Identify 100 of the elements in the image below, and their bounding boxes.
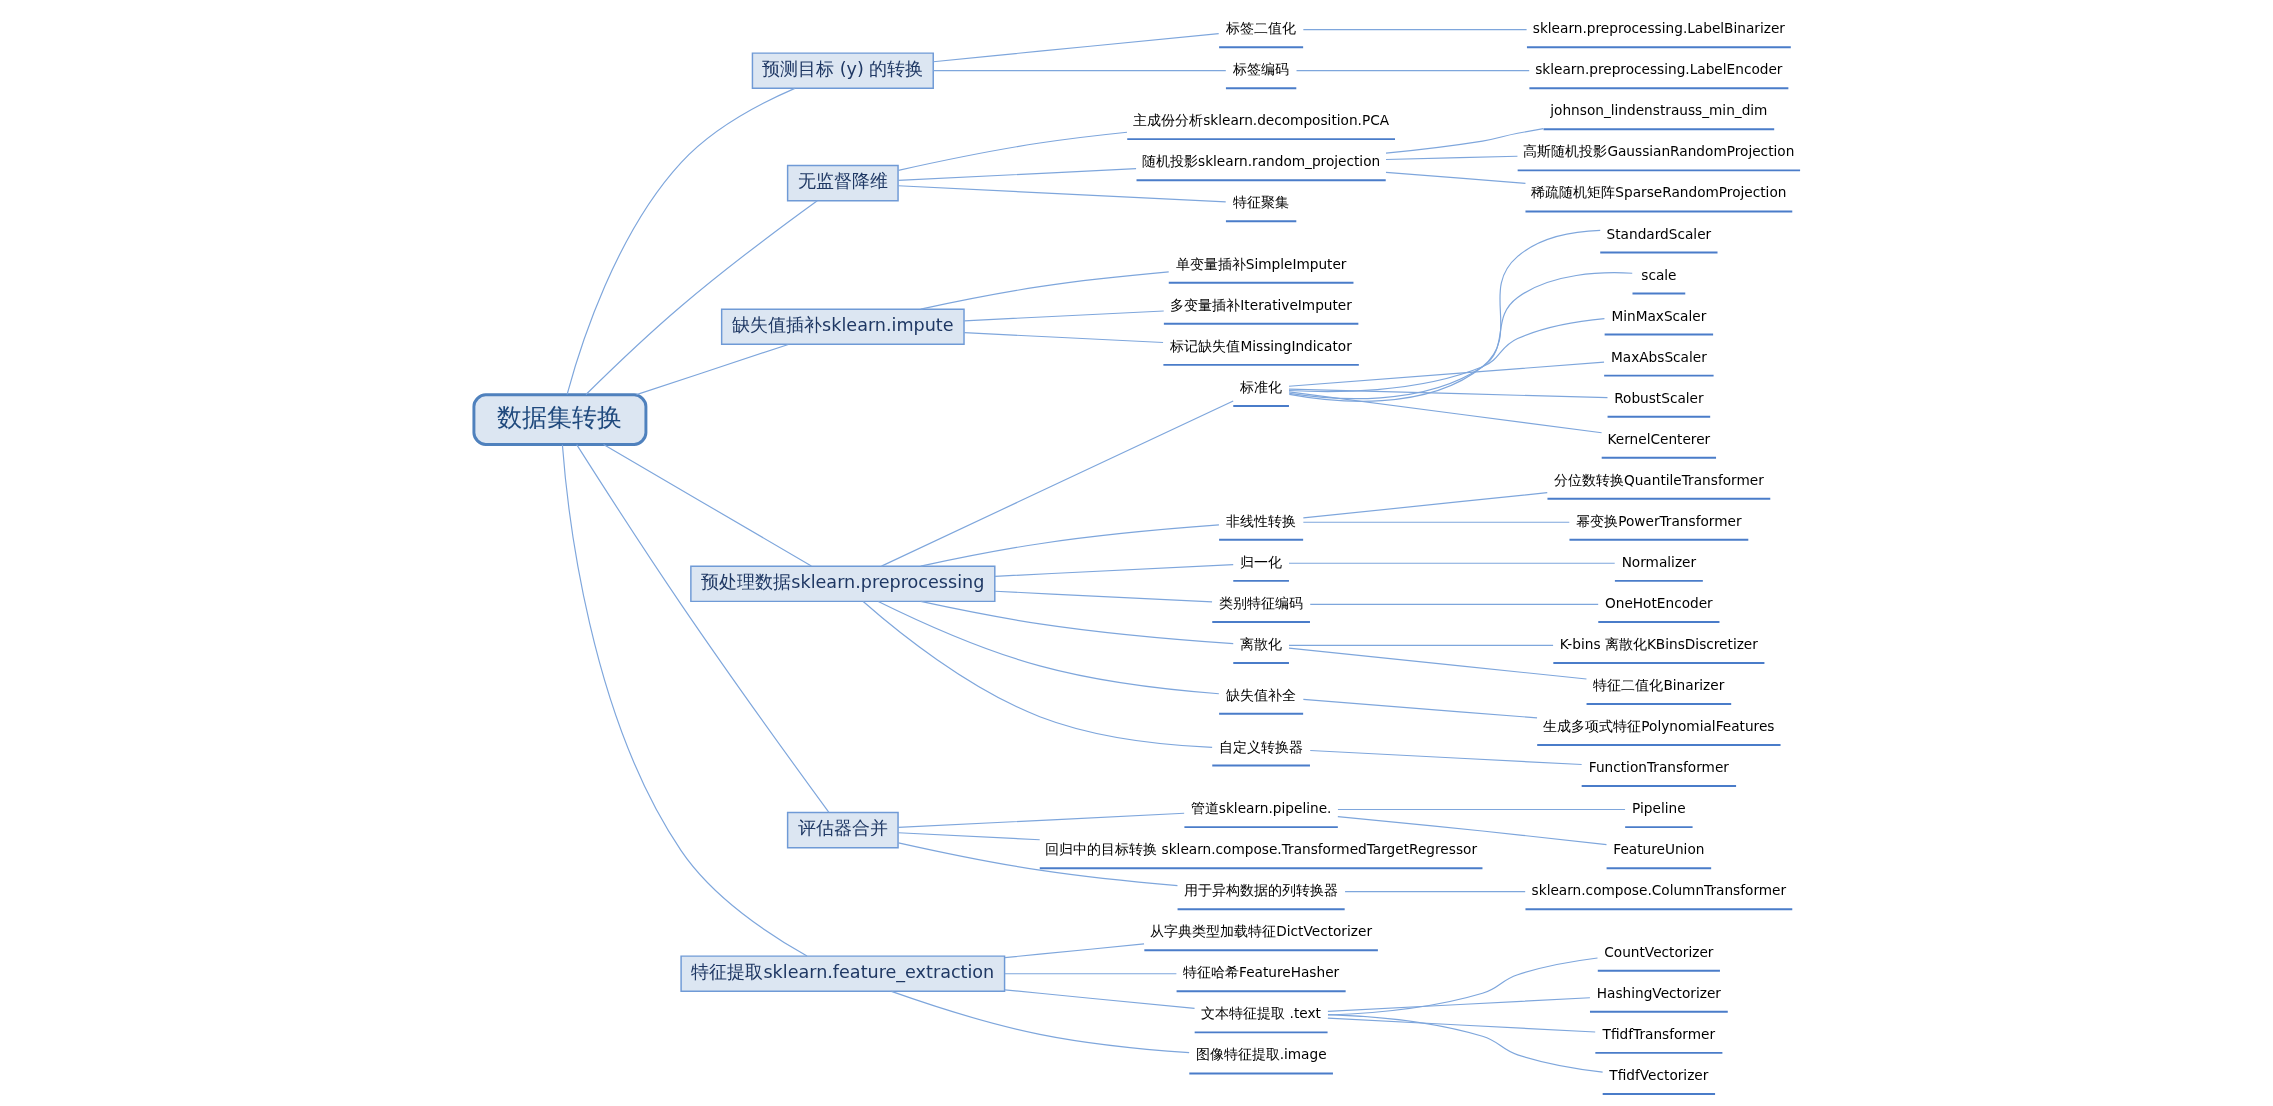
node-text: TfidfVectorizer <box>1608 1066 1708 1083</box>
node-text: 单变量插补SimpleImputer <box>1175 255 1347 272</box>
connector <box>1326 957 1598 1016</box>
connector <box>1003 989 1195 1009</box>
node-text: FunctionTransformer <box>1588 759 1729 776</box>
connector <box>1288 229 1601 402</box>
connector <box>1309 749 1582 766</box>
node-box: 缺失值插补sklearn.impute <box>720 308 965 346</box>
connector <box>1384 155 1518 161</box>
node-text: 标签二值化 <box>1225 20 1296 37</box>
connector <box>1302 521 1570 523</box>
connector <box>1287 388 1608 399</box>
node-text: johnson_lindenstrauss_min_dim <box>1549 102 1767 119</box>
node-text: 用于异构数据的列转换器 <box>1183 882 1338 899</box>
node-text: Pipeline <box>1631 800 1686 817</box>
node-text: scale <box>1640 266 1676 283</box>
node-text: FeatureUnion <box>1612 841 1704 858</box>
connector <box>1287 391 1602 434</box>
node-text: 类别特征编码 <box>1218 594 1303 611</box>
connector <box>919 524 1220 567</box>
node-text: 文本特征提取 .text <box>1200 1005 1321 1022</box>
connector <box>1003 943 1145 959</box>
connector <box>897 812 1185 828</box>
connector <box>584 200 818 396</box>
connector <box>561 444 808 957</box>
connector <box>1326 1017 1596 1033</box>
connector <box>862 600 1213 748</box>
connector <box>897 832 1040 841</box>
node-text: 特征二值化Binarizer <box>1592 677 1724 694</box>
node-text: K-bins 离散化KBinsDiscretizer <box>1559 635 1758 652</box>
connector <box>1343 891 1526 893</box>
connector <box>1287 647 1587 680</box>
connector <box>1302 698 1538 719</box>
node-box: 预测目标 (y) 的转换 <box>751 52 934 90</box>
connector <box>1384 171 1526 184</box>
connector <box>1288 272 1633 400</box>
node-text: sklearn.preprocessing.LabelBinarizer <box>1532 20 1785 37</box>
connector <box>1287 562 1615 564</box>
node-text: StandardScaler <box>1606 225 1711 242</box>
node-text: MinMaxScaler <box>1610 307 1706 324</box>
node-text: TfidfTransformer <box>1602 1025 1715 1042</box>
connector <box>993 564 1234 577</box>
connector <box>635 343 789 396</box>
node-box: 数据集转换 <box>471 393 647 446</box>
connector <box>1336 808 1626 811</box>
connector <box>602 443 812 567</box>
connector <box>993 590 1213 603</box>
connector <box>932 70 1226 72</box>
node-text: 标准化 <box>1239 378 1282 395</box>
node-text: 从字典类型加载特征DictVectorizer <box>1149 923 1372 940</box>
connector <box>1384 128 1544 154</box>
node-box: 无监督降维 <box>786 164 899 202</box>
connector <box>890 990 1190 1054</box>
node-text: 图像特征提取.image <box>1195 1046 1327 1063</box>
node-text: 分位数转换QuantileTransformer <box>1553 471 1764 488</box>
node-text: 自定义转换器 <box>1218 738 1303 755</box>
connector <box>932 33 1219 63</box>
connector <box>963 310 1164 322</box>
node-text: 高斯随机投影GaussianRandomProjection <box>1522 143 1794 160</box>
node-text: 稀疏随机矩阵SparseRandomProjection <box>1530 184 1786 201</box>
node-text: RobustScaler <box>1613 389 1704 406</box>
node-text: KernelCenterer <box>1607 430 1710 447</box>
connector <box>897 131 1128 171</box>
node-text: sklearn.compose.ColumnTransformer <box>1531 882 1786 899</box>
connector <box>1287 361 1605 387</box>
node-text: 特征哈希FeatureHasher <box>1182 964 1339 981</box>
node-text: 缺失值补全 <box>1225 686 1296 703</box>
node-text: 幂变换PowerTransformer <box>1575 512 1742 529</box>
node-box: 特征提取sklearn.feature_extraction <box>679 955 1005 993</box>
connector <box>1295 70 1530 72</box>
node-text: 生成多项式特征PolynomialFeatures <box>1542 718 1774 735</box>
connector <box>1326 997 1591 1012</box>
connector <box>919 600 1234 645</box>
node-text: CountVectorizer <box>1603 943 1713 960</box>
connector <box>1003 973 1177 975</box>
node-text: HashingVectorizer <box>1596 984 1721 1001</box>
node-box: 预处理数据sklearn.preprocessing <box>689 565 996 603</box>
connector <box>1326 1014 1603 1073</box>
connector <box>877 600 1219 695</box>
node-text: 回归中的目标转换 sklearn.compose.TransformedTargetRegressor <box>1044 841 1477 858</box>
connector <box>1336 816 1607 846</box>
connector <box>897 842 1178 887</box>
node-text: 标记缺失值MissingIndicator <box>1169 337 1352 354</box>
node-text: 归一化 <box>1239 553 1282 570</box>
node-text: sklearn.preprocessing.LabelEncoder <box>1534 61 1782 78</box>
node-text: 特征聚集 <box>1232 194 1289 211</box>
node-text: Normalizer <box>1621 553 1696 570</box>
node-text: 离散化 <box>1239 635 1282 652</box>
node-text: MaxAbsScaler <box>1610 348 1707 365</box>
connector <box>963 332 1164 344</box>
connector <box>897 185 1226 203</box>
connector <box>1302 492 1548 519</box>
connector <box>919 271 1169 310</box>
connector <box>897 168 1137 181</box>
node-text: 随机投影sklearn.random_projection <box>1141 153 1380 170</box>
node-text: 非线性转换 <box>1225 512 1296 529</box>
node-text: 多变量插补IterativeImputer <box>1169 296 1352 313</box>
node-text: 管道sklearn.pipeline. <box>1190 800 1331 817</box>
node-box: 评估器合并 <box>786 811 899 849</box>
connector <box>575 444 829 813</box>
